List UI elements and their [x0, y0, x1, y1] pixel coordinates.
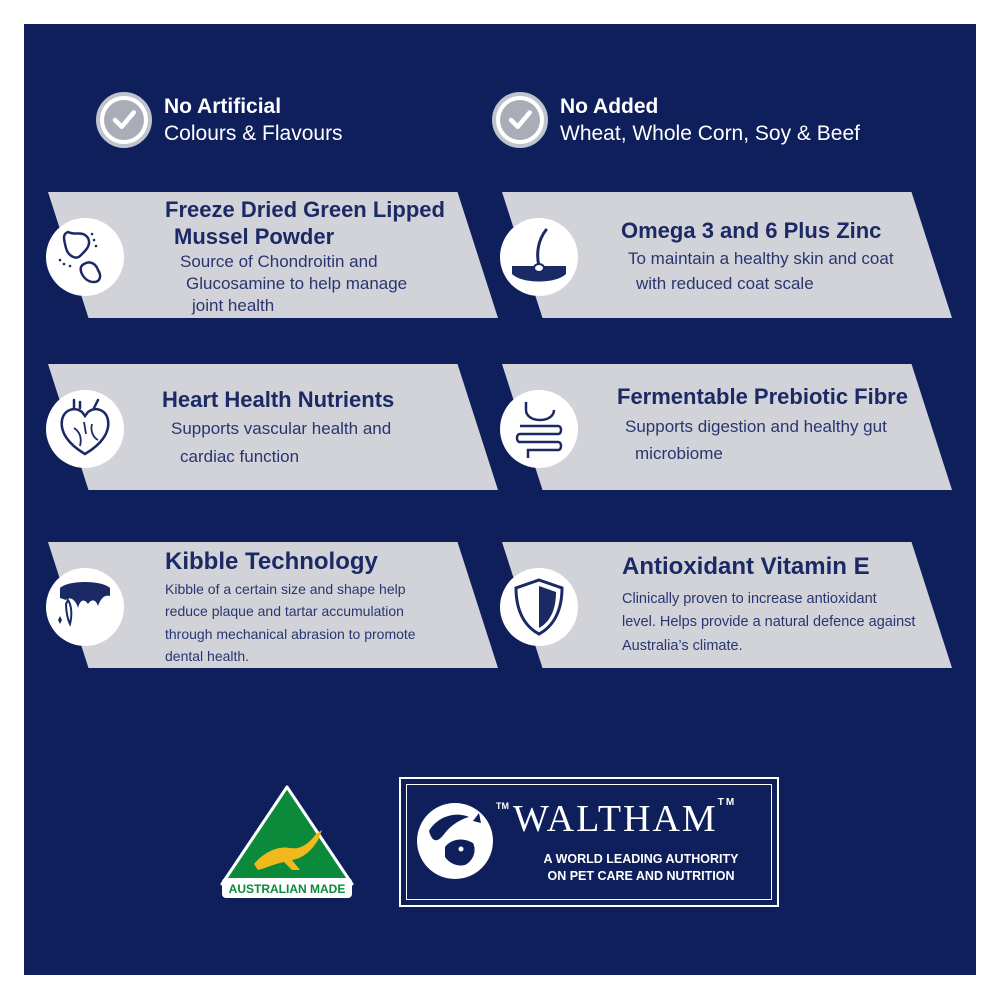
- feature-desc: reduce plaque and tartar accumulation: [165, 603, 404, 619]
- claim-no-artificial: No Artificial Colours & Flavours: [96, 92, 343, 148]
- waltham-badge: TM WALTHAMTM A WORLD LEADING AUTHORITY O…: [399, 777, 779, 907]
- australian-made-logo: AUSTRALIAN MADE: [220, 785, 354, 898]
- joint-icon: [46, 218, 124, 296]
- feature-title: Mussel Powder: [174, 224, 335, 249]
- waltham-tagline: A WORLD LEADING AUTHORITY ON PET CARE AN…: [543, 852, 739, 883]
- feature-card-omega: Omega 3 and 6 Plus Zinc To maintain a he…: [500, 192, 952, 318]
- feature-title: Omega 3 and 6 Plus Zinc: [621, 218, 882, 243]
- skin-hair-icon: [500, 218, 578, 296]
- australian-made-label: AUSTRALIAN MADE: [229, 882, 346, 896]
- waltham-logo-icon: [417, 803, 493, 879]
- trademark-mark: TM: [496, 801, 509, 811]
- claim-subtitle: Wheat, Whole Corn, Soy & Beef: [560, 122, 860, 145]
- check-icon: [492, 92, 548, 148]
- feature-title: Antioxidant Vitamin E: [622, 553, 870, 580]
- feature-desc: Supports vascular health and: [171, 419, 392, 438]
- feature-title: Heart Health Nutrients: [162, 387, 395, 412]
- background-panel: No Artificial Colours & Flavours No Adde…: [24, 24, 976, 975]
- feature-desc: through mechanical abrasion to promote: [165, 626, 416, 642]
- check-icon: [96, 92, 152, 148]
- feature-desc: microbiome: [635, 444, 723, 463]
- feature-desc: level. Helps provide a natural defence a…: [622, 614, 916, 630]
- feature-card-mussel: Freeze Dried Green Lipped Mussel Powder …: [46, 192, 498, 318]
- feature-title: Kibble Technology: [165, 548, 378, 575]
- feature-desc: To maintain a healthy skin and coat: [628, 249, 894, 268]
- feature-desc: Supports digestion and healthy gut: [625, 417, 887, 436]
- claim-title: No Added: [560, 95, 659, 118]
- claim-title: No Artificial: [164, 95, 282, 118]
- feature-card-heart: Heart Health Nutrients Supports vascular…: [46, 364, 498, 490]
- feature-desc: with reduced coat scale: [636, 274, 814, 293]
- digestive-icon: [500, 390, 578, 468]
- feature-desc: Glucosamine to help manage: [186, 274, 408, 293]
- feature-desc: Clinically proven to increase antioxidan…: [622, 591, 877, 607]
- feature-card-vitamin-e: Antioxidant Vitamin E Clinically proven …: [500, 542, 952, 668]
- tooth-icon: [46, 568, 124, 646]
- feature-desc: Australia’s climate.: [622, 638, 743, 654]
- feature-desc: Source of Chondroitin and: [180, 252, 378, 271]
- feature-card-kibble: Kibble Technology Kibble of a certain si…: [46, 542, 498, 668]
- feature-desc: joint health: [192, 296, 275, 315]
- feature-desc: cardiac function: [180, 447, 300, 466]
- waltham-wordmark: WALTHAMTM: [513, 797, 737, 840]
- claim-no-added: No Added Wheat, Whole Corn, Soy & Beef: [492, 92, 860, 148]
- feature-desc: Kibble of a certain size and shape help: [165, 581, 406, 597]
- feature-title: Fermentable Prebiotic Fibre: [617, 384, 908, 409]
- feature-title: Freeze Dried Green Lipped: [165, 197, 445, 222]
- feature-card-fibre: Fermentable Prebiotic Fibre Supports dig…: [500, 364, 952, 490]
- heart-icon: [46, 390, 124, 468]
- shield-icon: [500, 568, 578, 646]
- claim-subtitle: Colours & Flavours: [164, 122, 343, 145]
- feature-desc: dental health.: [165, 648, 250, 664]
